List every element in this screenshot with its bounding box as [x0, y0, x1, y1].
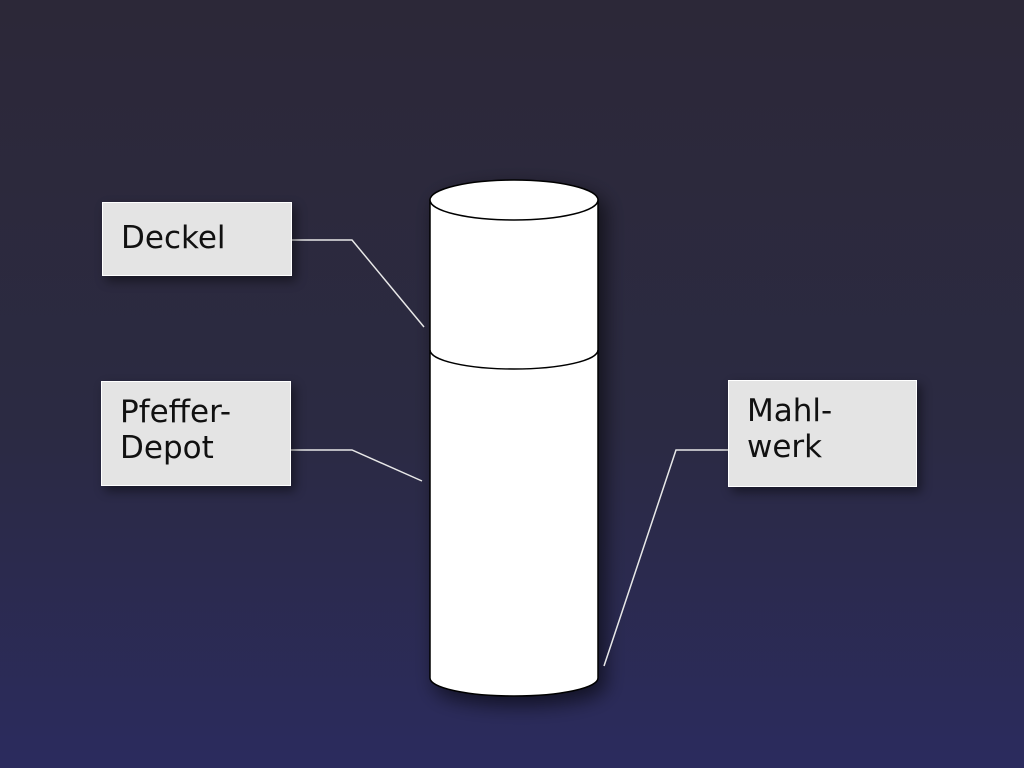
label-pfeffer-depot-line-2: Depot: [120, 430, 214, 466]
connector-mahlwerk: [603, 449, 728, 667]
label-deckel: Deckel: [102, 202, 292, 276]
label-pfeffer-depot: Pfeffer- Depot: [101, 381, 291, 486]
lid-seam: [429, 349, 599, 370]
pepper-mill-cylinder: [429, 179, 599, 697]
label-mahlwerk: Mahl- werk: [728, 380, 917, 487]
cylinder-top-ellipse: [429, 179, 599, 221]
connector-depot: [291, 449, 423, 482]
label-mahlwerk-line-1: Mahl-: [747, 393, 833, 429]
label-deckel-line-1: Deckel: [121, 220, 226, 256]
label-pfeffer-depot-line-1: Pfeffer-: [120, 394, 232, 430]
connector-deckel: [292, 239, 425, 328]
label-mahlwerk-line-2: werk: [747, 429, 823, 465]
cylinder-body: [429, 199, 599, 697]
